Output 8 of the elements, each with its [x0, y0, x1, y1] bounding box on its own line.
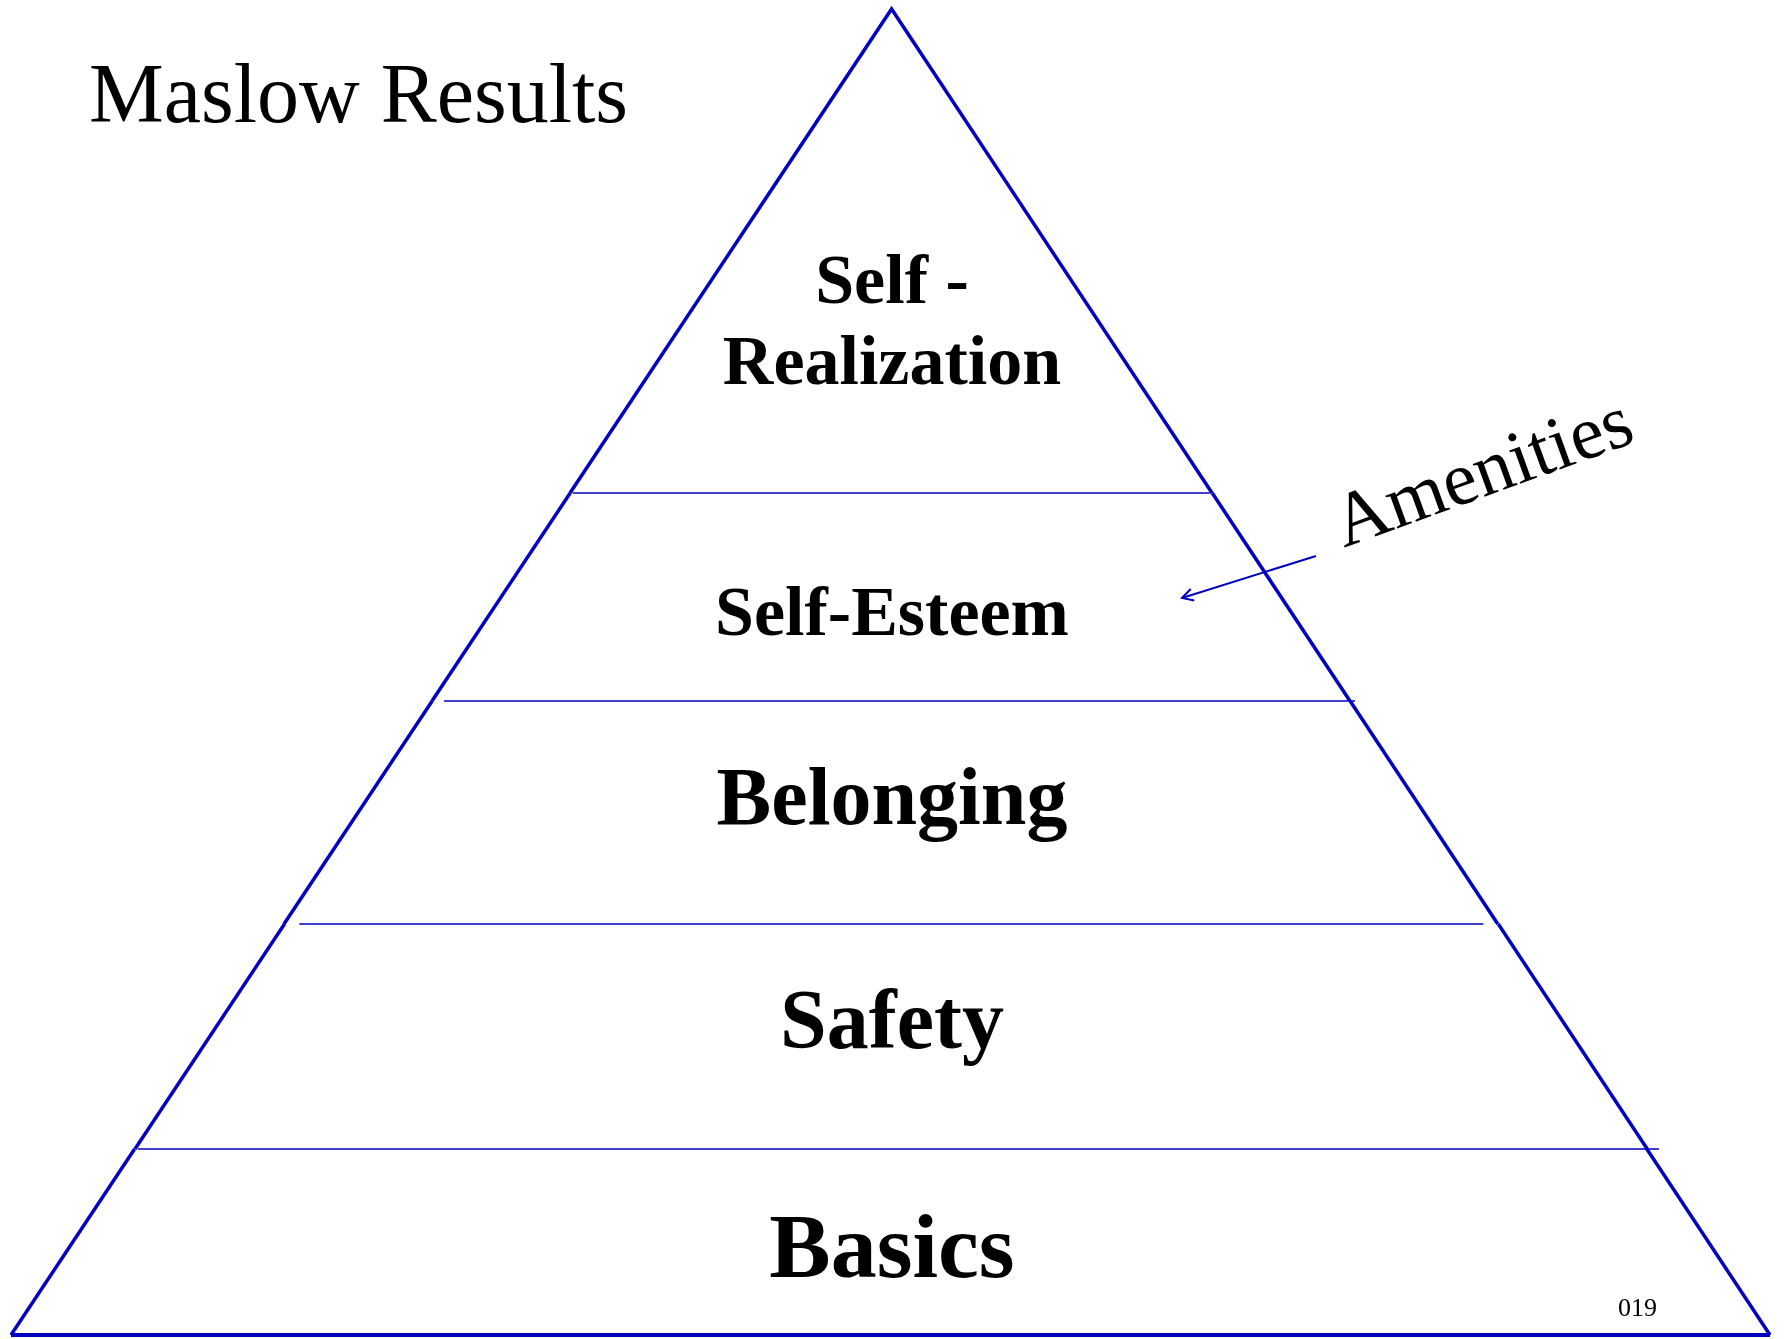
arrow [1181, 555, 1317, 602]
page-number: 019 [1618, 1293, 1657, 1323]
level-label: Self - Realization [721, 240, 1063, 401]
level-label: Safety [779, 972, 1005, 1068]
level-label: Self-Esteem [714, 572, 1070, 652]
level-label: Basics [768, 1194, 1016, 1299]
title-text: Maslow Results [89, 46, 629, 142]
level-label: Belonging [715, 750, 1069, 844]
